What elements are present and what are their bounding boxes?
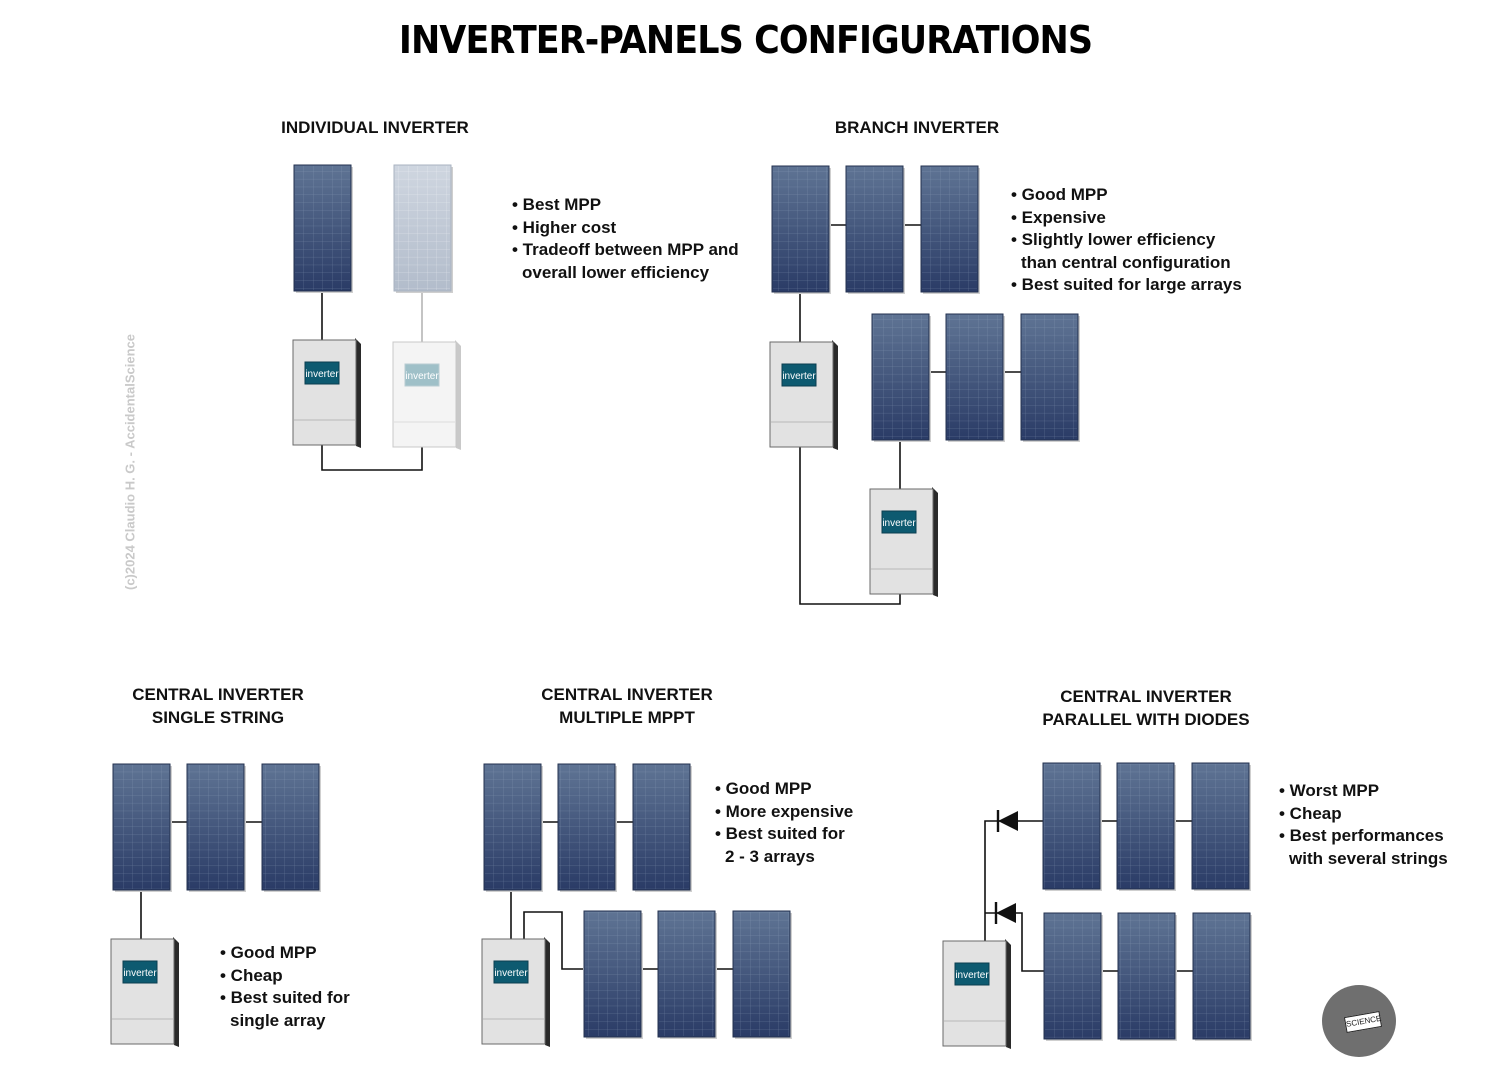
- solar-panel: [1192, 912, 1252, 1041]
- heading-branch-inverter: BRANCH INVERTER: [797, 116, 1037, 139]
- inverter-label: inverter: [882, 518, 916, 529]
- solar-panel: [845, 165, 905, 294]
- heading-central-single-string: CENTRAL INVERTER SINGLE STRING: [98, 683, 338, 729]
- solar-panel: [1191, 762, 1251, 891]
- solar-panel: [732, 910, 792, 1039]
- solar-panel: [920, 165, 980, 294]
- bullet-item: • Best suited for: [220, 988, 350, 1008]
- heading-line: MULTIPLE MPPT: [559, 708, 695, 727]
- solar-panel: [393, 164, 453, 293]
- solar-panel: [657, 910, 717, 1039]
- solar-panel: [871, 313, 931, 442]
- bullet-item: • Cheap: [1279, 803, 1342, 823]
- bullet-item: 2 - 3 arrays: [725, 846, 815, 866]
- wire: [321, 444, 423, 471]
- solar-panel: [1043, 912, 1103, 1041]
- wiring-layer: [140, 224, 1193, 972]
- solar-panel: [1020, 313, 1080, 442]
- solar-panel: [632, 763, 692, 892]
- bullets-branch-inverter: • Good MPP • Expensive • Slightly lower …: [1011, 184, 1242, 297]
- solar-panel: [293, 164, 353, 293]
- bullet-item: than central configuration: [1021, 252, 1231, 272]
- heading-central-multiple-mppt: CENTRAL INVERTER MULTIPLE MPPT: [507, 683, 747, 729]
- copyright-watermark: (c)2024 Claudio H. G. - AccidentalScienc…: [122, 334, 138, 590]
- diode-icon: [994, 902, 1016, 924]
- solar-panel: [1116, 762, 1176, 891]
- heading-line: INDIVIDUAL INVERTER: [281, 118, 469, 137]
- bullet-item: • Higher cost: [512, 217, 617, 237]
- wire: [799, 445, 901, 605]
- inverters-layer: inverter inverter inverter inverter inverter…: [110, 338, 1011, 1049]
- bullets-central-single-string: • Good MPP • Cheap • Best suited for sin…: [220, 942, 350, 1032]
- inverter-label: inverter: [305, 369, 339, 380]
- inverter: inverter: [292, 338, 361, 448]
- bullet-item: • Tradeoff between MPP and: [512, 240, 739, 260]
- heading-central-parallel-diodes: CENTRAL INVERTER PARALLEL WITH DIODES: [1016, 685, 1276, 731]
- diodes-layer: [994, 810, 1018, 924]
- bullet-item: • Best performances: [1279, 826, 1444, 846]
- bullet-item: • Good MPP: [1011, 185, 1108, 204]
- bullet-item: • Best suited for large arrays: [1011, 275, 1242, 295]
- panels-layer: [112, 164, 1252, 1041]
- inverter: inverter: [942, 939, 1011, 1049]
- inverter-label: inverter: [955, 970, 989, 981]
- inverter-label: inverter: [123, 968, 157, 979]
- bullet-item: • Good MPP: [715, 779, 812, 798]
- inverter-label: inverter: [782, 371, 816, 382]
- solar-panel: [771, 165, 831, 294]
- bullet-item: • Slightly lower efficiency: [1011, 230, 1216, 250]
- heading-individual-inverter: INDIVIDUAL INVERTER: [255, 116, 495, 139]
- bullets-central-parallel-diodes: • Worst MPP • Cheap • Best performances …: [1279, 780, 1448, 870]
- solar-panel: [483, 763, 543, 892]
- inverter: inverter: [481, 937, 550, 1047]
- solar-panel: [112, 763, 172, 892]
- wire: [984, 820, 1043, 941]
- heading-line: BRANCH INVERTER: [834, 118, 1000, 137]
- solar-panel: [1117, 912, 1177, 1041]
- heading-line: PARALLEL WITH DIODES: [1042, 710, 1250, 729]
- heading-line: CENTRAL INVERTER: [1060, 687, 1232, 706]
- inverter-label: inverter: [405, 371, 439, 382]
- bullet-item: • Cheap: [220, 965, 283, 985]
- solar-panel: [583, 910, 643, 1039]
- bullet-item: • Worst MPP: [1279, 781, 1380, 800]
- heading-line: CENTRAL INVERTER: [541, 685, 713, 704]
- inverter: inverter: [769, 340, 838, 450]
- inverter: inverter: [869, 487, 938, 597]
- wire: [523, 911, 583, 970]
- bullet-item: • Expensive: [1011, 207, 1106, 227]
- inverter: inverter: [392, 340, 461, 450]
- bullet-item: with several strings: [1289, 848, 1448, 868]
- solar-panel: [186, 763, 246, 892]
- bullet-item: • Best MPP: [512, 195, 602, 214]
- solar-panel: [1042, 762, 1102, 891]
- solar-panel: [945, 313, 1005, 442]
- heading-line: CENTRAL INVERTER: [132, 685, 304, 704]
- bullets-central-multiple-mppt: • Good MPP • More expensive • Best suite…: [715, 778, 853, 868]
- solar-panel: [261, 763, 321, 892]
- bullet-item: overall lower efficiency: [522, 262, 710, 282]
- page-title: INVERTER-PANELS CONFIGURATIONS: [398, 18, 1093, 62]
- inverter-label: inverter: [494, 968, 528, 979]
- solar-panel: [557, 763, 617, 892]
- bullet-item: single array: [230, 1010, 326, 1030]
- diode-icon: [996, 810, 1018, 832]
- bullet-item: • More expensive: [715, 801, 854, 821]
- inverter: inverter: [110, 937, 179, 1047]
- heading-line: SINGLE STRING: [151, 708, 285, 727]
- bullets-individual-inverter: • Best MPP • Higher cost • Tradeoff betw…: [512, 194, 739, 284]
- bullet-item: • Best suited for: [715, 824, 845, 844]
- bullet-item: • Good MPP: [220, 943, 317, 962]
